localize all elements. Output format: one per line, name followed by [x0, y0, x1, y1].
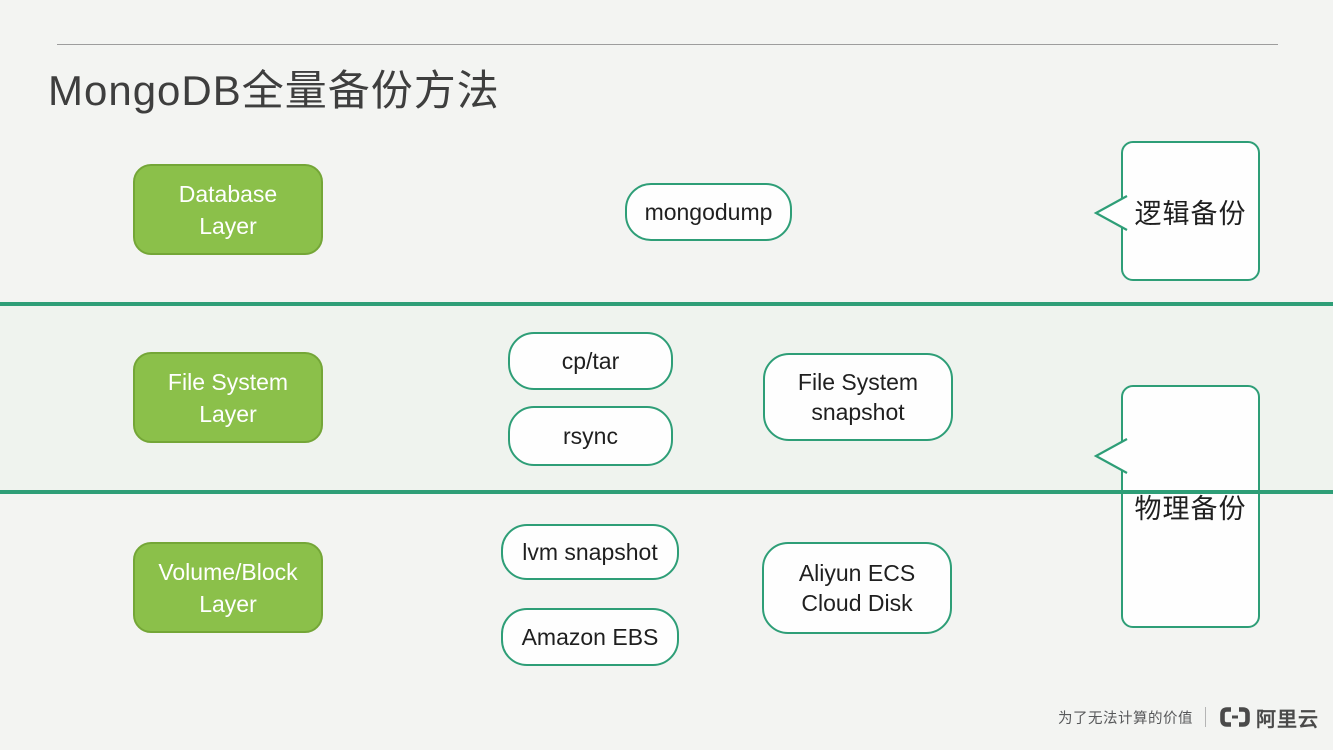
amazon-ebs-box: Amazon EBS	[501, 608, 679, 666]
footer: 为了无法计算的价值 阿里云	[1058, 702, 1319, 732]
lvm-snapshot-label: lvm snapshot	[522, 539, 658, 565]
rsync-label: rsync	[563, 423, 618, 449]
volume-block-layer-box: Volume/Block Layer	[133, 542, 323, 633]
volume-block-layer-label-line1: Volume/Block	[158, 558, 298, 585]
callout-pointer-icon	[1093, 438, 1128, 474]
aliyun-brand-text: 阿里云	[1256, 708, 1319, 731]
mongodump-label: mongodump	[644, 199, 773, 225]
file-system-layer-box: File System Layer	[133, 352, 323, 443]
file-system-snapshot-label-line1: File System	[797, 369, 919, 395]
database-layer-box: Database Layer	[133, 164, 323, 255]
database-layer-label-line2: Layer	[199, 212, 257, 239]
logical-backup-callout: 逻辑备份	[1093, 141, 1260, 281]
file-system-layer-label-line1: File System	[167, 368, 289, 395]
aliyun-ecs-label-line2: Cloud Disk	[801, 590, 913, 616]
cp-tar-box: cp/tar	[508, 332, 673, 390]
physical-backup-callout: 物理备份	[1093, 385, 1260, 628]
aliyun-brackets-icon	[1220, 707, 1250, 727]
footer-slogan: 为了无法计算的价值	[1058, 710, 1193, 727]
cp-tar-label: cp/tar	[561, 348, 620, 374]
amazon-ebs-label: Amazon EBS	[521, 624, 659, 650]
aliyun-logo: 阿里云	[1218, 703, 1319, 732]
section-divider-1	[0, 302, 1333, 306]
database-layer-label-line1: Database	[178, 180, 278, 207]
lvm-snapshot-box: lvm snapshot	[501, 524, 679, 580]
volume-block-layer-label-line2: Layer	[199, 590, 257, 617]
title-rule	[57, 44, 1278, 45]
physical-backup-label: 物理备份	[1134, 494, 1247, 524]
logical-backup-label: 逻辑备份	[1134, 198, 1247, 229]
callout-pointer-icon	[1093, 195, 1128, 231]
file-system-layer-label-line2: Layer	[199, 400, 257, 427]
aliyun-ecs-cloud-disk-box: Aliyun ECS Cloud Disk	[762, 542, 952, 634]
file-system-snapshot-label-line2: snapshot	[811, 399, 905, 425]
mongodump-box: mongodump	[625, 183, 792, 241]
page-title: MongoDB全量备份方法	[48, 67, 500, 114]
section-divider-2	[0, 490, 1333, 494]
footer-divider	[1205, 707, 1206, 727]
file-system-snapshot-box: File System snapshot	[763, 353, 953, 441]
aliyun-ecs-label-line1: Aliyun ECS	[798, 560, 916, 586]
rsync-box: rsync	[508, 406, 673, 466]
